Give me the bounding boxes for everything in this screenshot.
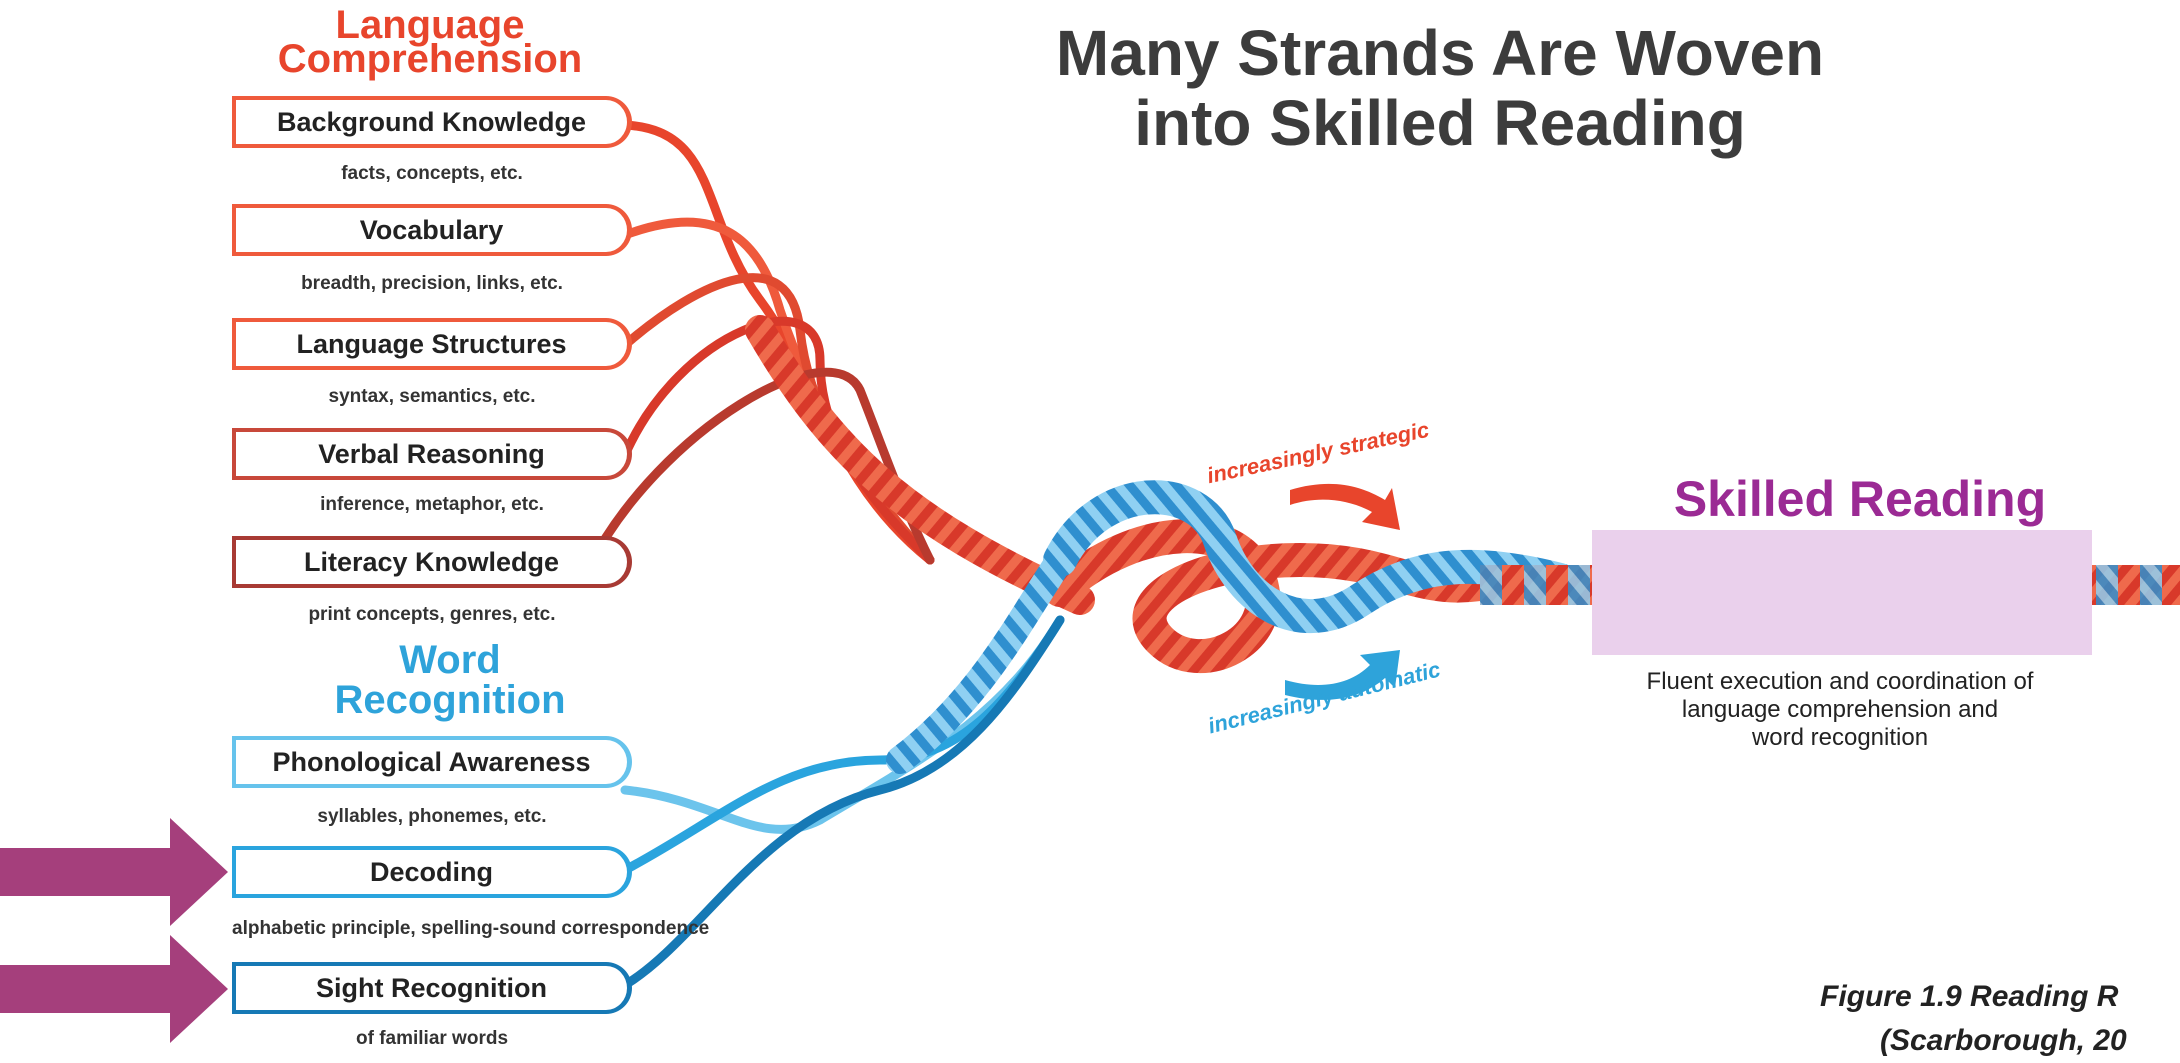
skilled-reading-highlight (1592, 530, 2092, 655)
strand-sight-recognition-sub: of familiar words (355, 1028, 509, 1049)
figure-caption: Figure 1.9 Reading R (Scarborough, 20 (1820, 975, 2180, 1063)
strand-verbal-reasoning: Verbal Reasoning (232, 428, 632, 480)
strand-literacy-knowledge: Literacy Knowledge (232, 536, 632, 588)
automatic-arrow-icon (1285, 650, 1400, 700)
strategic-arrow-icon (1290, 483, 1400, 530)
title-line-1: Many Strands Are Woven (1055, 17, 1825, 89)
wr-heading-line-2: Recognition (334, 678, 566, 722)
strand-literacy-knowledge-sub: print concepts, genres, etc. (308, 604, 556, 625)
strand-background-knowledge-sub: facts, concepts, etc. (341, 163, 523, 184)
sight-recognition-pointer-arrow-icon (0, 935, 228, 1043)
strand-decoding: Decoding (232, 846, 632, 898)
wr-heading-line-1: Word (399, 638, 501, 682)
language-comprehension-heading: Language Comprehension (230, 3, 630, 81)
description-line-1: Fluent execution and coordination of (1646, 668, 2034, 695)
skilled-reading-description: Fluent execution and coordination of lan… (1560, 668, 2120, 752)
strand-phonological-awareness-sub: syllables, phonemes, etc. (317, 806, 547, 827)
description-line-2: language comprehension and (1681, 696, 1999, 723)
strand-phonological-awareness: Phonological Awareness (232, 736, 632, 788)
strand-language-structures-sub: syntax, semantics, etc. (328, 386, 536, 407)
blue-strands (620, 480, 1577, 990)
lc-heading-line-2: Comprehension (277, 37, 583, 81)
strand-language-structures: Language Structures (232, 318, 632, 370)
caption-line-2: (Scarborough, 20 (1880, 1024, 2127, 1057)
decoding-pointer-arrow-icon (0, 818, 228, 926)
description-line-3: word recognition (1751, 724, 1929, 751)
caption-line-1: Figure 1.9 Reading R (1820, 980, 2119, 1013)
word-recognition-heading: Word Recognition (250, 640, 650, 720)
title-line-2: into Skilled Reading (1134, 87, 1746, 159)
skilled-reading-heading: Skilled Reading (1673, 471, 2047, 527)
strand-decoding-sub: alphabetic principle, spelling-sound cor… (232, 918, 710, 939)
strand-verbal-reasoning-sub: inference, metaphor, etc. (320, 494, 544, 515)
strand-vocabulary-sub: breadth, precision, links, etc. (301, 273, 563, 294)
page-title: Many Strands Are Woven into Skilled Read… (1030, 18, 1850, 158)
lc-heading-line-1: Language (335, 3, 525, 47)
strand-background-knowledge: Background Knowledge (232, 96, 632, 148)
strand-sight-recognition: Sight Recognition (232, 962, 632, 1014)
strand-vocabulary: Vocabulary (232, 204, 632, 256)
